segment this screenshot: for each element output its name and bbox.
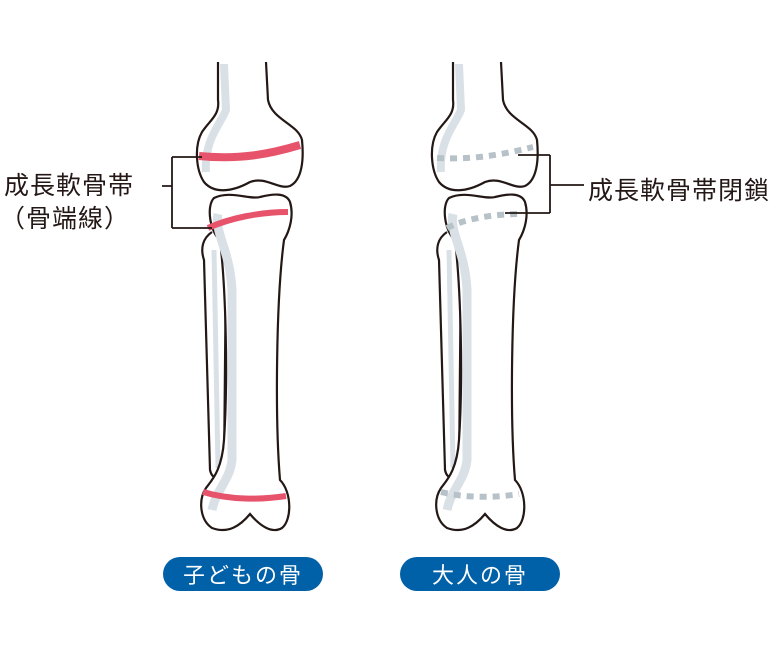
closed-plate-distal — [440, 489, 520, 500]
epiphyseal-line-label: （骨端線） — [0, 204, 131, 233]
closed-plate-tibia — [445, 211, 522, 231]
left-bracket — [162, 156, 212, 229]
right-bracket — [505, 154, 584, 214]
growth-plate-femur — [198, 141, 302, 162]
growth-plate-label: 成長軟骨帯 — [4, 171, 135, 200]
growth-plate-tibia — [206, 209, 289, 231]
adult-bone-badge: 大人の骨 — [400, 557, 560, 591]
child-bone-badge: 子どもの骨 — [163, 557, 323, 591]
growth-plate-distal — [202, 489, 287, 502]
adult-bone — [432, 62, 538, 530]
child-bone — [197, 62, 303, 530]
growth-plate-closed-label: 成長軟骨帯閉鎖 — [588, 176, 771, 205]
